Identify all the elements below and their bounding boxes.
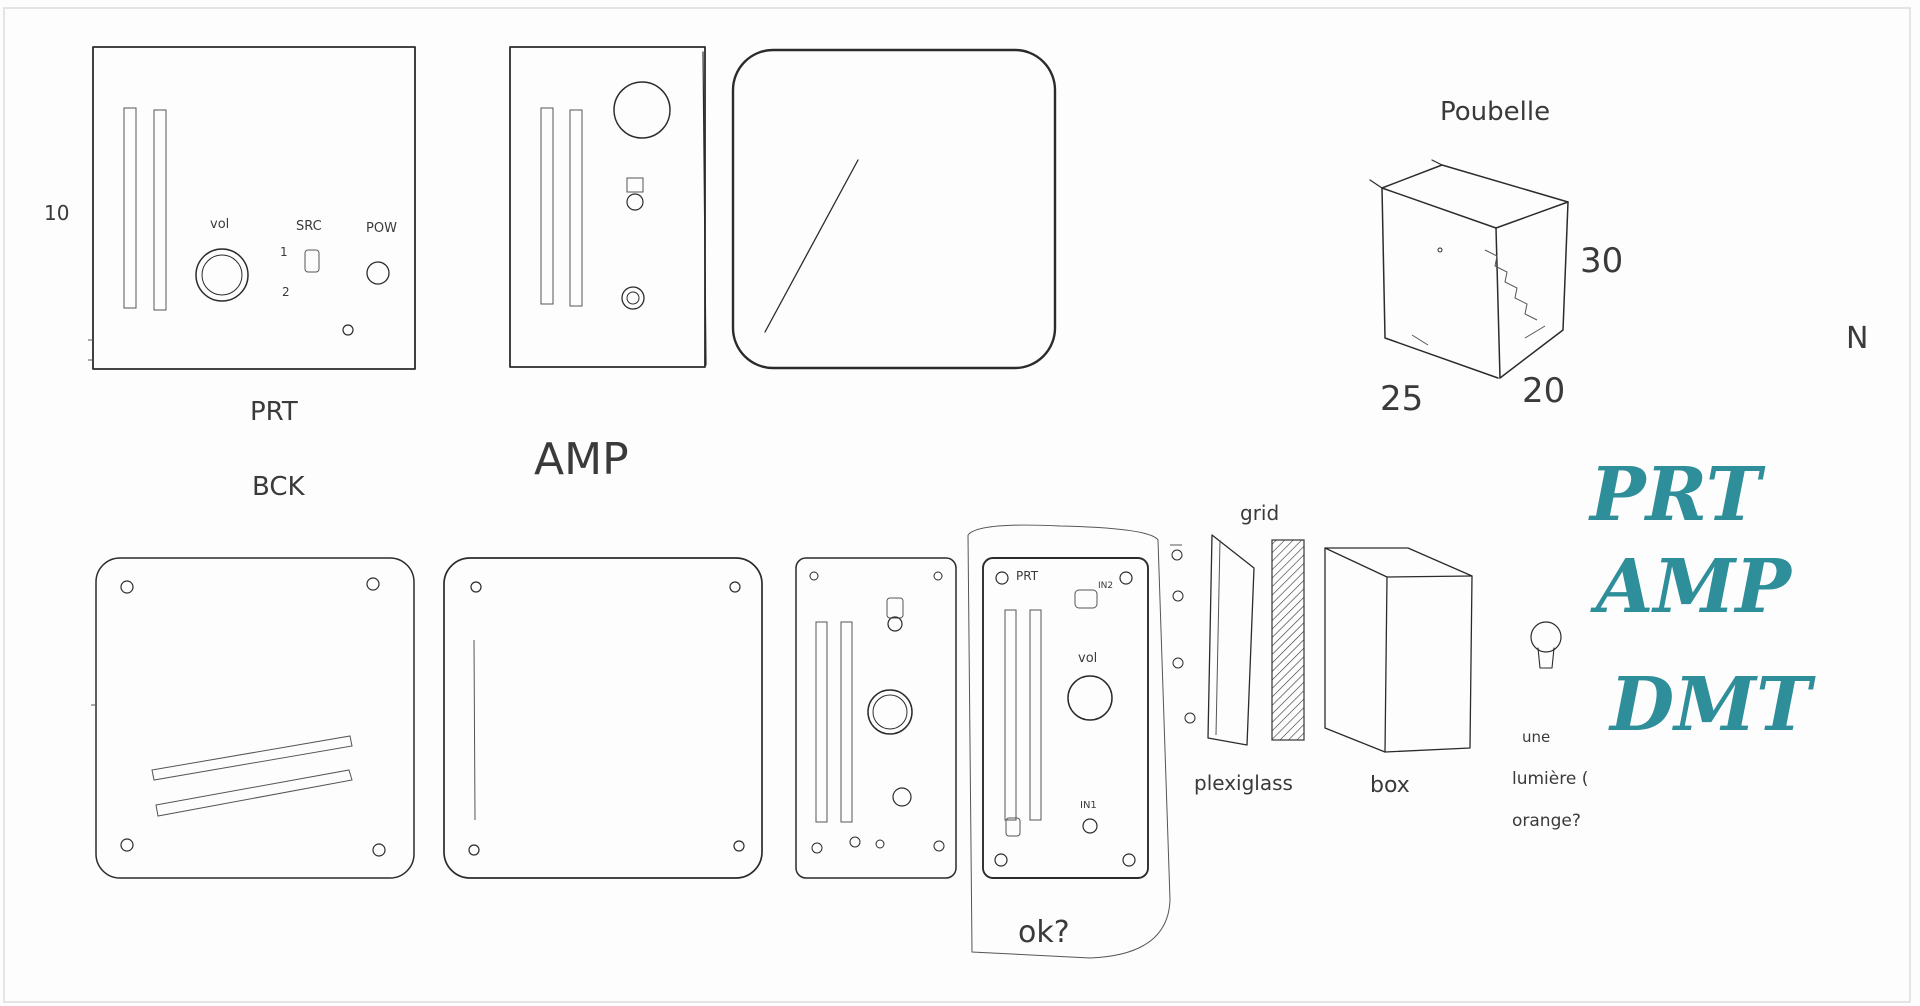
- label-poubelle: Poubelle: [1440, 97, 1550, 127]
- plexiglass-grid: grid plexiglass: [1170, 501, 1305, 795]
- label-grid: grid: [1240, 501, 1279, 525]
- panel-prt-bck: 10 vol SRC POW 1 2 PRT BCK: [44, 46, 416, 502]
- panel-blank-bottom: [443, 557, 763, 879]
- monogram-prt: PRT: [1588, 452, 1766, 538]
- label-lumiere-3: orange?: [1512, 811, 1581, 831]
- label-box: box: [1370, 773, 1410, 798]
- label-lumiere-1: une: [1522, 728, 1550, 746]
- label-prt: PRT: [250, 397, 298, 427]
- dim-25: 25: [1380, 379, 1423, 419]
- front-vol-label: vol: [1078, 651, 1097, 666]
- label-amp: AMP: [534, 434, 629, 485]
- poubelle-cube: Poubelle 30 25 20: [1369, 97, 1623, 419]
- dim-30: 30: [1580, 241, 1623, 281]
- knob-vol-label: vol: [210, 217, 229, 232]
- label-ok: ok?: [1018, 915, 1070, 950]
- lightbulb-icon: une lumière ( orange?: [1512, 621, 1588, 831]
- label-lumiere-2: lumière (: [1512, 769, 1588, 789]
- panel-prt-front: PRT vol IN2 IN1 ok?: [967, 524, 1171, 959]
- knob-src-label: SRC: [296, 219, 322, 234]
- src-2-label: 2: [282, 285, 290, 299]
- knob-pow-label: POW: [366, 221, 397, 236]
- src-1-label: 1: [280, 245, 288, 259]
- box-sketch: box: [1324, 547, 1473, 798]
- front-prt-label: PRT: [1016, 569, 1039, 583]
- label-bck: BCK: [252, 472, 306, 502]
- dim-left-10: 10: [44, 201, 69, 225]
- panel-amp-front: [795, 557, 957, 879]
- front-in1-label: IN1: [1080, 800, 1097, 811]
- panel-amp: AMP: [509, 46, 707, 485]
- label-plexiglass: plexiglass: [1194, 771, 1293, 795]
- monogram-amp: AMP: [1590, 544, 1793, 630]
- front-in2-label: IN2: [1098, 581, 1113, 591]
- dim-20: 20: [1522, 371, 1565, 411]
- corner-mark: N: [1846, 321, 1868, 356]
- panel-back-bottom: [91, 557, 415, 879]
- panel-blank-top: [731, 48, 1057, 370]
- monogram-dmt: DMT: [1608, 662, 1816, 748]
- paper-edge: [3, 7, 1911, 1003]
